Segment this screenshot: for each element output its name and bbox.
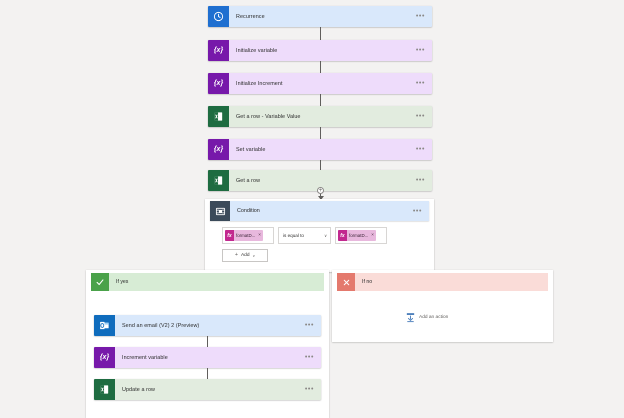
excel-icon [94, 379, 115, 400]
flow-step-recurrence[interactable]: Recurrence ••• [208, 6, 432, 27]
token-chip-left[interactable]: fx formatD... × [225, 230, 263, 241]
add-an-action-label: Add an action [419, 315, 449, 320]
flow-step-label: Send an email (V2) 2 (Preview) [122, 322, 200, 329]
excel-icon [208, 106, 229, 127]
overflow-menu-icon[interactable]: ••• [415, 80, 425, 87]
condition-block: Condition ••• fx formatD... × is equal t… [205, 199, 434, 272]
flow-step-set-variable[interactable]: {x} Set variable ••• [208, 139, 432, 160]
excel-icon [208, 170, 229, 191]
flow-step-label: Get a row [236, 177, 261, 184]
expression-icon: fx [225, 230, 234, 241]
close-icon [337, 273, 355, 291]
variable-icon: {x} [94, 347, 115, 368]
variable-icon: {x} [208, 73, 229, 94]
overflow-menu-icon[interactable]: ••• [415, 47, 425, 54]
flow-step-label: Initialize variable [236, 47, 278, 54]
plus-icon: + [234, 251, 238, 258]
condition-label: Condition [237, 208, 260, 214]
token-label: formatD... [349, 233, 369, 238]
flow-step-label: Recurrence [236, 13, 265, 20]
overflow-menu-icon[interactable]: ••• [412, 207, 422, 215]
operator-value: is equal to [283, 233, 304, 238]
overflow-menu-icon[interactable]: ••• [415, 113, 425, 120]
flow-step-increment-variable[interactable]: {x} Increment variable ••• [94, 347, 321, 368]
flow-step-label: Increment variable [122, 354, 168, 361]
branch-if-yes-header[interactable]: If yes [91, 273, 324, 291]
overflow-menu-icon[interactable]: ••• [415, 13, 425, 20]
overflow-menu-icon[interactable]: ••• [415, 177, 425, 184]
branch-if-yes-label: If yes [116, 279, 129, 285]
insert-step-button[interactable]: + [317, 187, 324, 194]
flow-step-label: Update a row [122, 386, 156, 393]
branch-if-yes: If yes Send an email (V2) 2 (Preview) ••… [86, 270, 329, 418]
flow-step-initialize-variable[interactable]: {x} Initialize variable ••• [208, 40, 432, 61]
flow-step-update-a-row[interactable]: Update a row ••• [94, 379, 321, 400]
branch-if-no-header[interactable]: If no [337, 273, 548, 291]
condition-right-operand-field[interactable]: fx formatD... × [335, 227, 387, 244]
overflow-menu-icon[interactable]: ••• [304, 386, 314, 393]
condition-left-operand-field[interactable]: fx formatD... × [222, 227, 274, 244]
chevron-down-icon: ∨ [252, 253, 256, 258]
overflow-menu-icon[interactable]: ••• [415, 146, 425, 153]
add-condition-label: Add [240, 253, 250, 258]
flow-step-send-an-email[interactable]: Send an email (V2) 2 (Preview) ••• [94, 315, 321, 336]
expression-icon: fx [338, 230, 347, 241]
close-icon[interactable]: × [258, 232, 261, 238]
token-chip-right[interactable]: fx formatD... × [338, 230, 376, 241]
variable-icon: {x} [208, 40, 229, 61]
overflow-menu-icon[interactable]: ••• [304, 322, 314, 329]
flow-step-label: Get a row - Variable Value [236, 113, 301, 120]
flow-step-label: Set variable [236, 146, 266, 153]
overflow-menu-icon[interactable]: ••• [304, 354, 314, 361]
condition-icon [210, 201, 230, 221]
outlook-icon [94, 315, 115, 336]
token-label: formatD... [236, 233, 256, 238]
add-action-icon [405, 312, 416, 323]
flow-step-get-a-row[interactable]: Get a row ••• [208, 170, 432, 191]
condition-expression-row: fx formatD... × is equal to ∨ fx formatD… [222, 227, 387, 244]
branch-if-no-label: If no [362, 279, 373, 285]
branch-if-no: If no Add an action [332, 270, 553, 342]
clock-icon [208, 6, 229, 27]
connector-arrow [317, 191, 324, 200]
flow-step-get-a-row-variable-value[interactable]: Get a row - Variable Value ••• [208, 106, 432, 127]
flow-step-label: Initialize Increment [236, 80, 283, 87]
chevron-down-icon: ∨ [324, 233, 327, 238]
add-condition-button[interactable]: + Add ∨ [222, 249, 268, 262]
condition-operator-select[interactable]: is equal to ∨ [278, 227, 331, 244]
variable-icon: {x} [208, 139, 229, 160]
condition-header[interactable]: Condition ••• [210, 201, 429, 221]
check-icon [91, 273, 109, 291]
add-an-action-button[interactable]: Add an action [405, 312, 448, 323]
close-icon[interactable]: × [371, 232, 374, 238]
flow-step-initialize-increment[interactable]: {x} Initialize Increment ••• [208, 73, 432, 94]
